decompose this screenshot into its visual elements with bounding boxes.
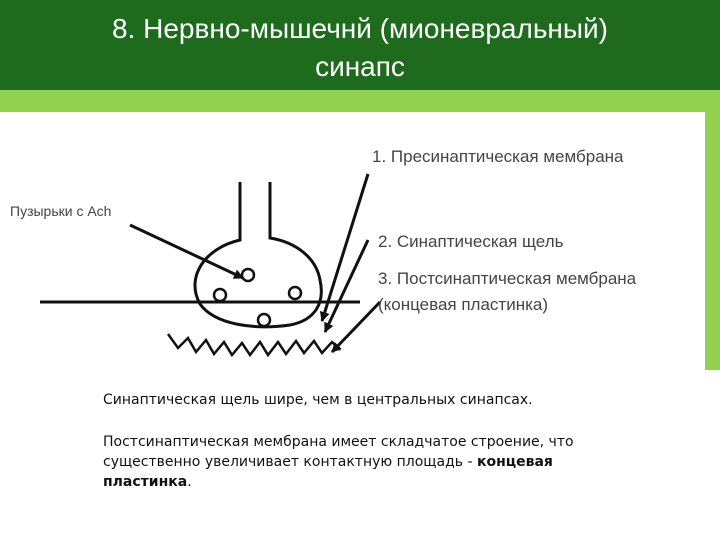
label-endplate: (концевая пластинка) — [378, 295, 548, 314]
caption-box: Синаптическая щель шире, чем в центральн… — [0, 370, 720, 540]
label-cleft: 2. Синаптическая щель — [378, 232, 564, 251]
label-presynaptic: 1. Пресинаптическая мембрана — [372, 147, 624, 166]
synapse-diagram: Пузырьки с Ach 1. Пресинаптическая мембр… — [0, 112, 705, 370]
caption-bold-term: концевая пластинка — [103, 454, 553, 490]
vesicle — [212, 287, 228, 303]
vesicle — [256, 312, 272, 328]
slide-title: 8. Нервно-мышечнй (мионевральный) синапс — [0, 0, 720, 86]
caption-paragraph-1: Синаптическая щель шире, чем в центральн… — [103, 392, 533, 408]
presynaptic-terminal — [193, 182, 323, 329]
arrow-cleft — [323, 239, 370, 333]
arrow-vesicles — [129, 223, 244, 280]
vesicle — [287, 285, 303, 301]
vesicle — [240, 267, 256, 283]
arrow-presynaptic — [319, 173, 370, 322]
caption-text: Постсинаптическая мембрана имеет складча… — [103, 434, 574, 470]
caption-period: . — [187, 474, 192, 490]
title-line-2: синапс — [315, 51, 405, 82]
title-line-1: 8. Нервно-мышечнй (мионевральный) — [111, 13, 608, 44]
title-bar: 8. Нервно-мышечнй (мионевральный) синапс — [0, 0, 720, 90]
label-postsynaptic: 3. Постсинаптическая мембрана — [378, 269, 637, 288]
synapse-drawing: Пузырьки с Ach 1. Пресинаптическая мембр… — [10, 147, 637, 358]
caption-paragraph-2: Постсинаптическая мембрана имеет складча… — [103, 432, 603, 492]
arrow-postsynaptic — [330, 300, 382, 354]
postsynaptic-folds — [166, 333, 341, 358]
label-vesicles: Пузырьки с Ach — [10, 203, 111, 219]
